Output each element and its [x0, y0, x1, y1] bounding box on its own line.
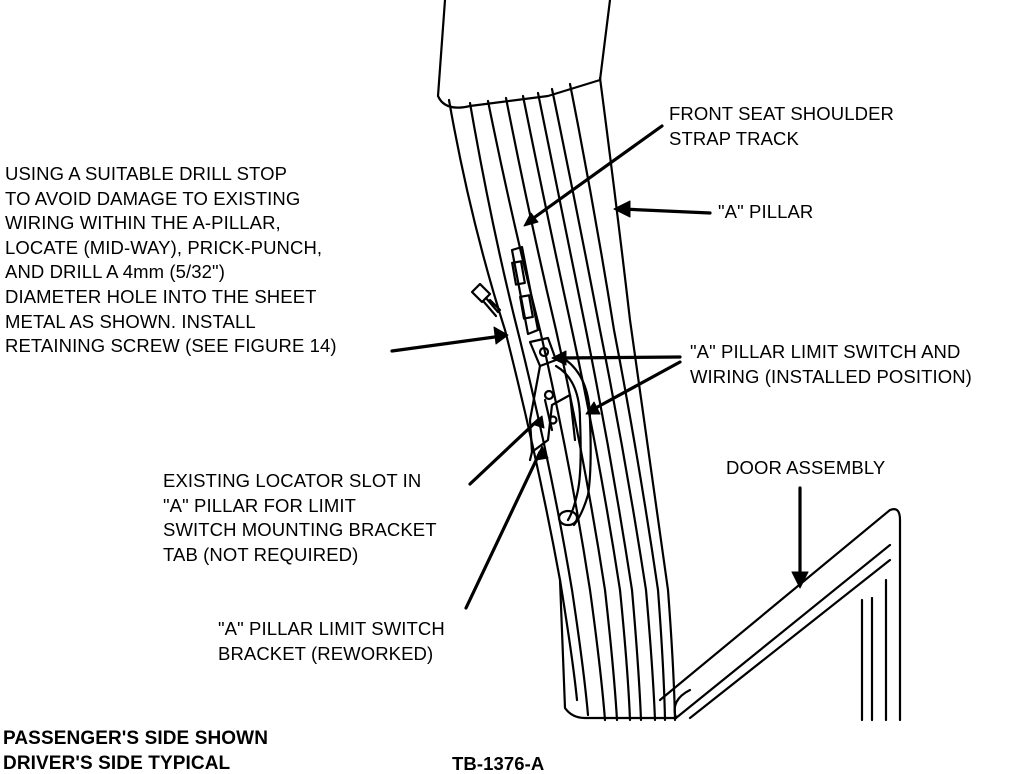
strap-track-label-line: FRONT SEAT SHOULDER: [669, 103, 894, 124]
retaining-screw: [470, 282, 502, 318]
locator-slot-label-line: EXISTING LOCATOR SLOT IN: [163, 470, 422, 491]
limit-switch-label-line: WIRING (INSTALLED POSITION): [690, 365, 972, 387]
strap-track-label: FRONT SEAT SHOULDER STRAP TRACK: [669, 102, 894, 151]
bracket-label: "A" PILLAR LIMIT SWITCH BRACKET (REWORKE…: [218, 617, 445, 666]
bracket-label-line: "A" PILLAR LIMIT SWITCH: [218, 618, 445, 639]
side-note-line: PASSENGER'S SIDE SHOWN: [3, 728, 269, 749]
limit-switch-label: "A" PILLAR LIMIT SWITCH AND WIRING (INST…: [690, 340, 972, 389]
limit-switch-leader-1: [558, 355, 682, 360]
limit-switch-label-line: "A" PILLAR LIMIT SWITCH AND: [690, 341, 961, 362]
leader-lines: [390, 124, 802, 610]
door-outline: [658, 508, 902, 722]
roof-outline: [436, 0, 612, 109]
drill-instructions-line: RETAINING SCREW (SEE FIGURE 14): [5, 335, 337, 357]
drill-instructions-line: AND DRILL A 4mm (5/32"): [5, 261, 225, 283]
strap-track-leader: [526, 124, 664, 224]
arrowheads: [493, 200, 809, 589]
locator-slot-label: EXISTING LOCATOR SLOT IN "A" PILLAR FOR …: [163, 469, 437, 567]
shoulder-strap-track: [510, 245, 540, 336]
a-pillar-label: "A" PILLAR: [718, 201, 814, 222]
bracket-leader: [464, 450, 542, 610]
drill-instructions-line: WIRING WITHIN THE A-PILLAR,: [5, 212, 281, 234]
locator-slot-label-line: SWITCH MOUNTING BRACKET: [163, 519, 437, 541]
side-notes: PASSENGER'S SIDE SHOWN DRIVER'S SIDE TYP…: [3, 726, 268, 774]
figure-id: TB-1376-A: [452, 753, 545, 774]
drill-instructions-label: USING A SUITABLE DRILL STOP TO AVOID DAM…: [5, 162, 337, 359]
drill-instructions-line: USING A SUITABLE DRILL STOP: [5, 163, 288, 184]
limit-switch-wiring: [554, 358, 592, 527]
strap-track-label-line: STRAP TRACK: [669, 127, 799, 149]
drill-instructions-line: DIAMETER HOLE INTO THE SHEET: [5, 285, 317, 307]
side-note-line: DRIVER'S SIDE TYPICAL: [3, 753, 231, 774]
locator-slot-leader: [468, 418, 540, 486]
limit-switch-leader-2: [590, 360, 682, 412]
limit-switch-bracket: [528, 336, 577, 462]
pillar-base: [558, 578, 678, 720]
drill-instructions-line: TO AVOID DAMAGE TO EXISTING: [5, 187, 301, 209]
drill-instructions-line: LOCATE (MID-WAY), PRICK-PUNCH,: [5, 236, 323, 258]
a-pillar-leader: [620, 207, 712, 215]
screw-leader: [390, 334, 504, 353]
bracket-label-line: BRACKET (REWORKED): [218, 642, 434, 664]
drill-instructions-line: METAL AS SHOWN. INSTALL: [5, 310, 256, 332]
locator-slot-label-line: "A" PILLAR FOR LIMIT: [163, 494, 356, 516]
door-assembly-label: DOOR ASSEMBLY: [726, 457, 886, 478]
locator-slot-label-line: TAB (NOT REQUIRED): [163, 543, 359, 565]
